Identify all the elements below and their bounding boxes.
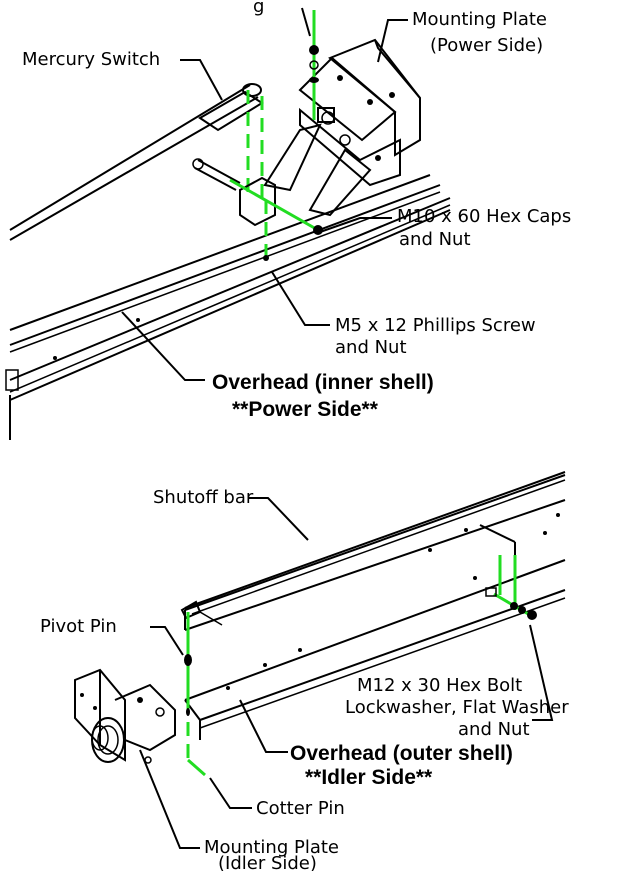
hex-caps-label-1: M10 x 60 Hex Caps [397,206,571,227]
hex-caps-label-2: and Nut [399,229,471,250]
pivot-pin-path [184,612,206,777]
phillips-screw-label-1: M5 x 12 Phillips Screw [335,315,536,336]
shutoff-bar [180,471,566,626]
leaders-top [121,7,408,381]
mounting-plate-power [263,38,421,217]
power-side-title-2: **Power Side** [232,398,379,421]
power-side-assembly: g Mounting Plate (Power Side) Mercury Sw… [5,0,571,440]
mounting-plate-power-label-1: Mounting Plate [412,9,547,30]
mounting-plate-idler-label-1: Mounting Plate [204,837,339,858]
mercury-switch-label: Mercury Switch [22,49,160,70]
cutoff-label: g [253,0,264,17]
hex-cap-bracket [192,158,323,261]
shutoff-bar-label: Shutoff bar [153,487,254,508]
pivot-pin-label: Pivot Pin [40,616,117,637]
hex-bolt-label-3: and Nut [458,719,530,740]
phillips-screw-label-2: and Nut [335,337,407,358]
leaders-bottom [139,497,554,849]
hex-bolt-label-2: Lockwasher, Flat Washer [345,697,569,718]
hex-bolt-label-1: M12 x 30 Hex Bolt [357,675,522,696]
power-side-title-1: Overhead (inner shell) [212,371,434,394]
mounting-plate-idler-label-2: (Idler Side) [218,853,317,871]
mercury-switch [9,83,264,241]
idler-side-title-1: Overhead (outer shell) [290,742,513,765]
outer-shell [184,474,566,740]
idler-side-assembly: Shutoff bar Pivot Pin M12 x 30 Hex Bolt … [40,471,569,871]
hex-bolt-stack [485,555,537,620]
cotter-pin-label: Cotter Pin [256,798,345,819]
idler-side-title-2: **Idler Side** [305,766,433,789]
mounting-plate-power-label-2: (Power Side) [430,35,543,56]
mounting-plate-idler [74,668,176,764]
inner-shell-rail [5,174,451,440]
top-fastener-stack [309,10,319,120]
